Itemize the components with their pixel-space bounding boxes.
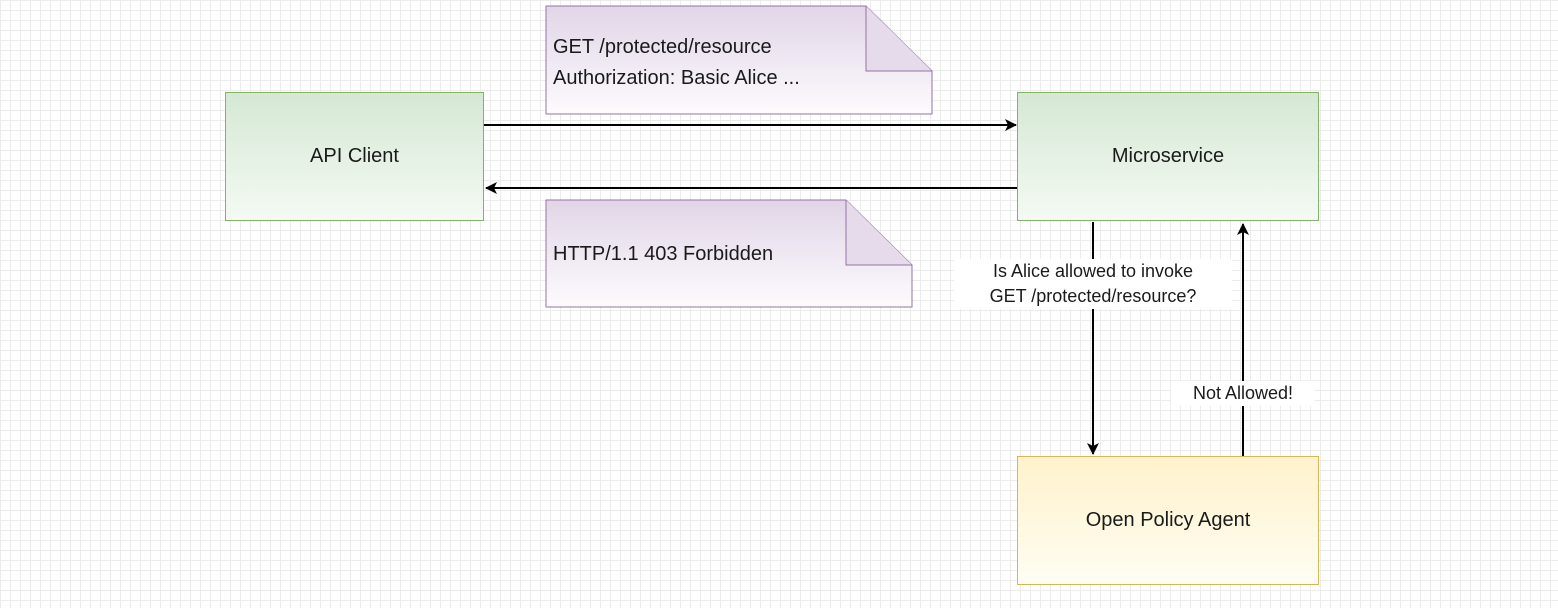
- response-note-line1: HTTP/1.1 403 Forbidden: [553, 243, 774, 265]
- microservice-node: Microservice: [1017, 92, 1319, 221]
- open-policy-agent-label: Open Policy Agent: [1085, 509, 1251, 531]
- authz-query-line1: Is Alice allowed to invoke: [992, 261, 1194, 281]
- decision-text: Not Allowed!: [1192, 383, 1294, 403]
- request-note-text: GET /protected/resource Authorization: B…: [553, 32, 800, 94]
- response-note-text: HTTP/1.1 403 Forbidden: [553, 239, 773, 270]
- api-client-node: API Client: [225, 92, 484, 221]
- decision-label: Not Allowed!: [1171, 381, 1315, 406]
- response-note: [545, 199, 913, 308]
- api-client-label: API Client: [310, 145, 399, 167]
- request-note-line1: GET /protected/resource: [553, 36, 772, 58]
- open-policy-agent-node: Open Policy Agent: [1017, 456, 1319, 585]
- request-note: [545, 5, 933, 115]
- microservice-label: Microservice: [1111, 145, 1225, 167]
- request-note-line2: Authorization: Basic Alice ...: [553, 67, 800, 89]
- authz-query-line2: GET /protected/resource?: [989, 286, 1197, 306]
- authz-query-label: Is Alice allowed to invoke GET /protecte…: [954, 259, 1232, 309]
